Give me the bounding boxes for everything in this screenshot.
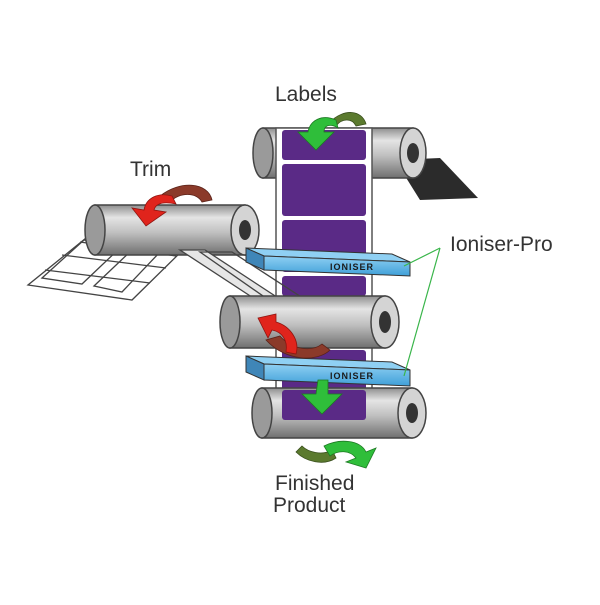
- ioniser-bar-lower-text: IONISER: [330, 371, 374, 381]
- bottom-roller: [251, 387, 427, 439]
- trim-title: Trim: [130, 158, 172, 181]
- trim-roller: [84, 204, 260, 256]
- finished-arrow-icon: [295, 440, 377, 469]
- labels-arrow-icon: [297, 112, 367, 151]
- ioniser-callout-lines: [403, 247, 441, 377]
- ioniser-pro-title: Ioniser-Pro: [450, 233, 553, 256]
- finished-product-line2: Product: [273, 494, 346, 517]
- ioniser-bar-upper: IONISER: [245, 247, 411, 277]
- finished-product-line1: Finished: [275, 472, 355, 495]
- ioniser-bar-lower: IONISER: [245, 355, 411, 387]
- ioniser-bar-upper-text: IONISER: [330, 262, 374, 272]
- middle-red-arrow-icon: [257, 313, 331, 359]
- trim-arrow-icon: [131, 184, 213, 227]
- down-arrow-icon: [301, 379, 343, 415]
- labels-title: Labels: [275, 83, 337, 106]
- middle-roller: [219, 295, 400, 349]
